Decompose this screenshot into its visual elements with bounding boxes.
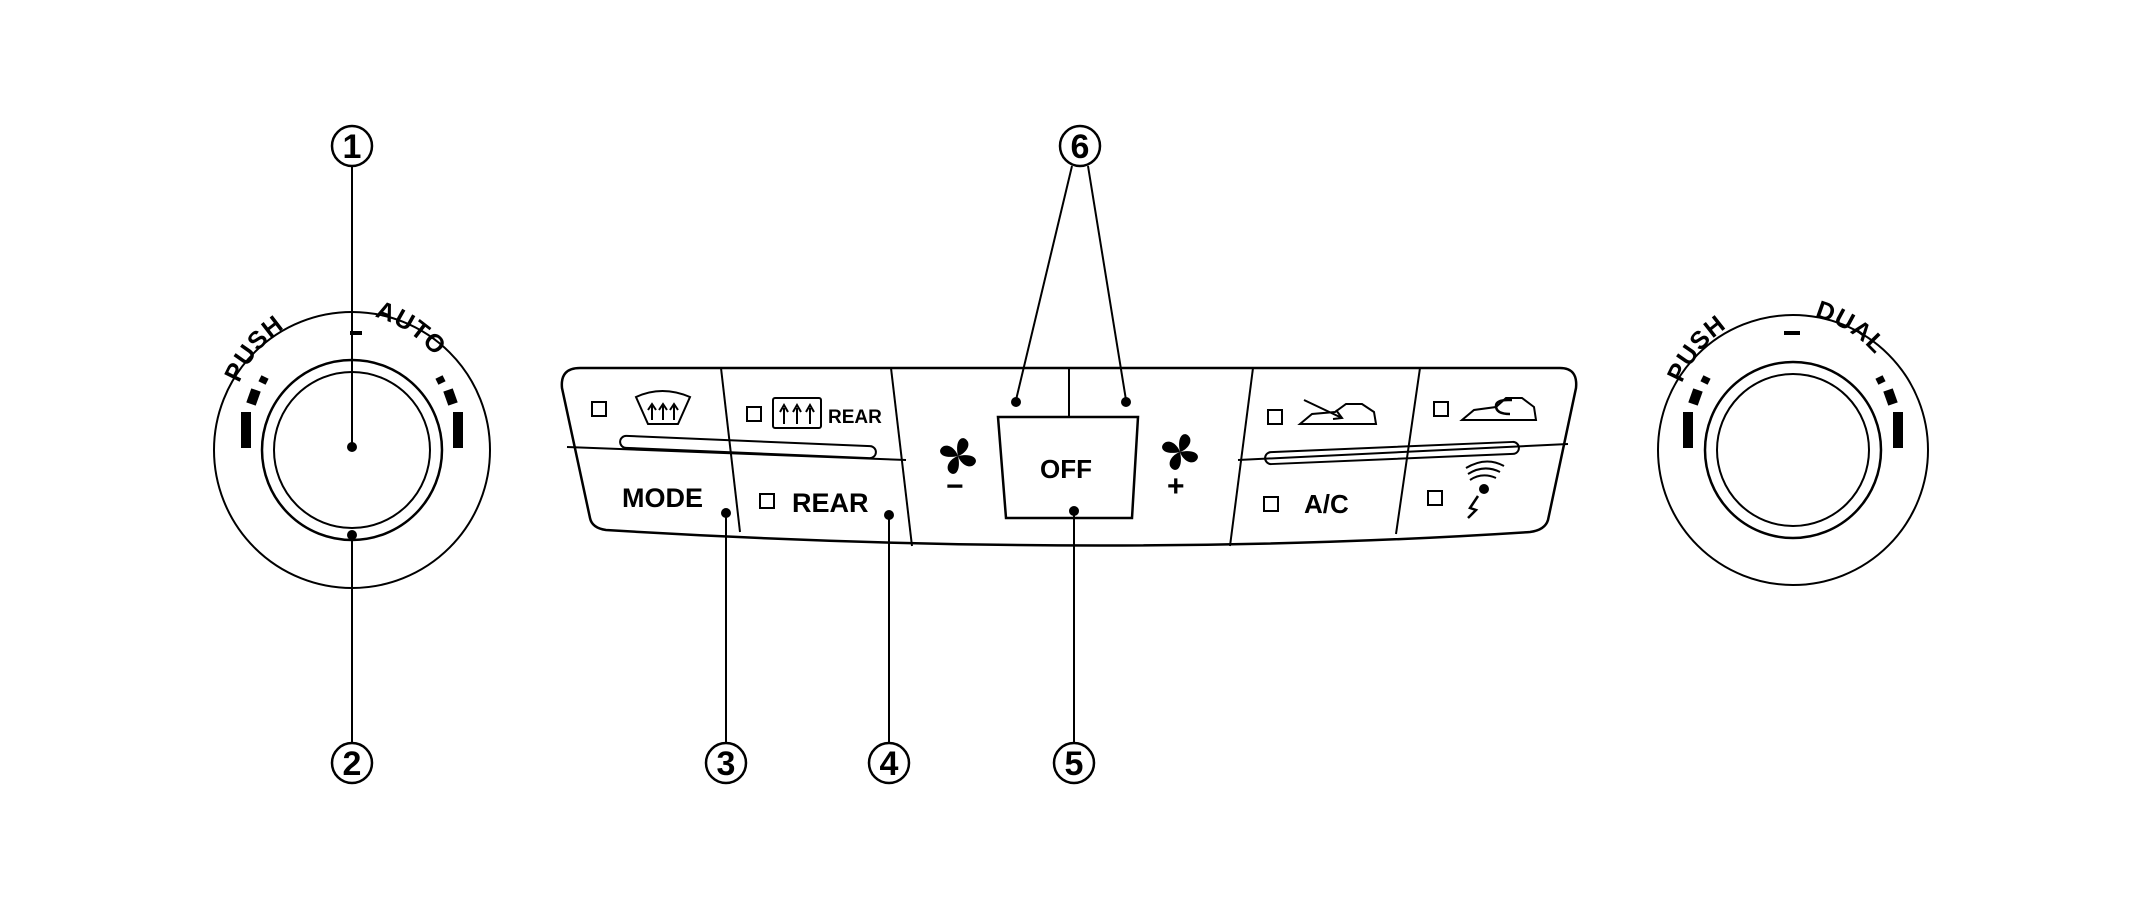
right-temp-bar xyxy=(1264,440,1520,466)
fan-up-button[interactable]: + xyxy=(1162,434,1198,503)
front-defrost-button[interactable] xyxy=(591,390,692,425)
intake-sensor-button[interactable] xyxy=(1427,460,1505,519)
control-panel: REAR MODE REAR − xyxy=(560,366,1578,547)
fan-down-button[interactable]: − xyxy=(940,438,976,503)
off-label: OFF xyxy=(1040,454,1092,484)
callout-5-number: 5 xyxy=(1065,745,1084,783)
fresh-air-indicator xyxy=(1267,409,1283,425)
callout-4-number: 4 xyxy=(880,745,899,783)
right-dial-ticks-left xyxy=(1683,375,1711,448)
right-dial-ticks-right xyxy=(1875,375,1903,448)
rear-button[interactable]: REAR xyxy=(759,488,869,518)
right-dial-outer-ring xyxy=(1657,314,1929,586)
off-button-frame xyxy=(996,415,1140,520)
recirculation-icon xyxy=(1459,397,1538,421)
panel-divider-v3 xyxy=(1229,367,1254,547)
off-button[interactable]: OFF xyxy=(996,415,1140,520)
rear-defrost-button[interactable]: REAR xyxy=(746,397,882,429)
panel-divider-right xyxy=(1237,443,1569,461)
left-dial-ticks-left xyxy=(241,375,269,448)
right-dial-knob-ring xyxy=(1703,360,1883,540)
panel-outline xyxy=(560,366,1578,547)
fan-speed-indicator xyxy=(1011,368,1131,417)
intake-sensor-icon xyxy=(1465,460,1505,519)
callout-1: 1 xyxy=(330,124,374,452)
callout-6-number: 6 xyxy=(1071,128,1090,166)
fan-icon xyxy=(940,438,976,474)
left-dial-push-text: PUSH xyxy=(219,310,289,386)
rear-defrost-icon xyxy=(772,397,822,429)
rear-defrost-indicator xyxy=(746,406,762,422)
rear-label: REAR xyxy=(792,488,869,518)
right-dial-knob[interactable] xyxy=(1716,373,1870,527)
fresh-air-icon xyxy=(1297,399,1378,425)
callout-3-number: 3 xyxy=(717,745,736,783)
callout-2: 2 xyxy=(330,530,374,785)
ac-indicator xyxy=(1263,496,1279,512)
left-dial-auto-text: AUTO xyxy=(372,296,451,361)
front-defrost-icon xyxy=(634,390,692,425)
ac-label: A/C xyxy=(1304,489,1349,519)
mode-button[interactable]: MODE xyxy=(622,483,703,513)
right-temperature-dial[interactable]: PUSH DUAL xyxy=(1657,296,1929,586)
callout-1-number: 1 xyxy=(343,128,362,166)
right-dial-push-text: PUSH xyxy=(1662,310,1731,386)
front-defrost-indicator xyxy=(591,401,607,417)
callouts: 1 2 3 4 5 xyxy=(330,124,1127,785)
fan-minus-sign: − xyxy=(946,470,964,503)
rear-indicator xyxy=(759,493,775,509)
callout-3: 3 xyxy=(704,508,748,785)
recirculation-button[interactable] xyxy=(1433,397,1538,421)
panel-divider-v2 xyxy=(890,367,913,547)
recirculation-indicator xyxy=(1433,401,1449,417)
left-dial-ticks-right xyxy=(435,375,463,448)
fan-icon xyxy=(1162,434,1198,470)
ac-button[interactable]: A/C xyxy=(1263,489,1349,519)
fresh-air-button[interactable] xyxy=(1267,399,1378,425)
right-dial-dual-text: DUAL xyxy=(1813,296,1892,360)
mode-label: MODE xyxy=(622,483,703,513)
callout-5: 5 xyxy=(1052,506,1096,785)
rear-defrost-label: REAR xyxy=(828,407,882,428)
left-temp-bar xyxy=(619,434,877,460)
panel-divider-v4 xyxy=(1395,367,1421,535)
callout-2-number: 2 xyxy=(343,745,362,783)
callout-4: 4 xyxy=(867,510,911,785)
fan-plus-sign: + xyxy=(1167,470,1185,503)
panel-divider-v1 xyxy=(720,367,741,533)
callout-6: 6 xyxy=(1015,124,1127,401)
intake-sensor-indicator xyxy=(1427,490,1443,506)
